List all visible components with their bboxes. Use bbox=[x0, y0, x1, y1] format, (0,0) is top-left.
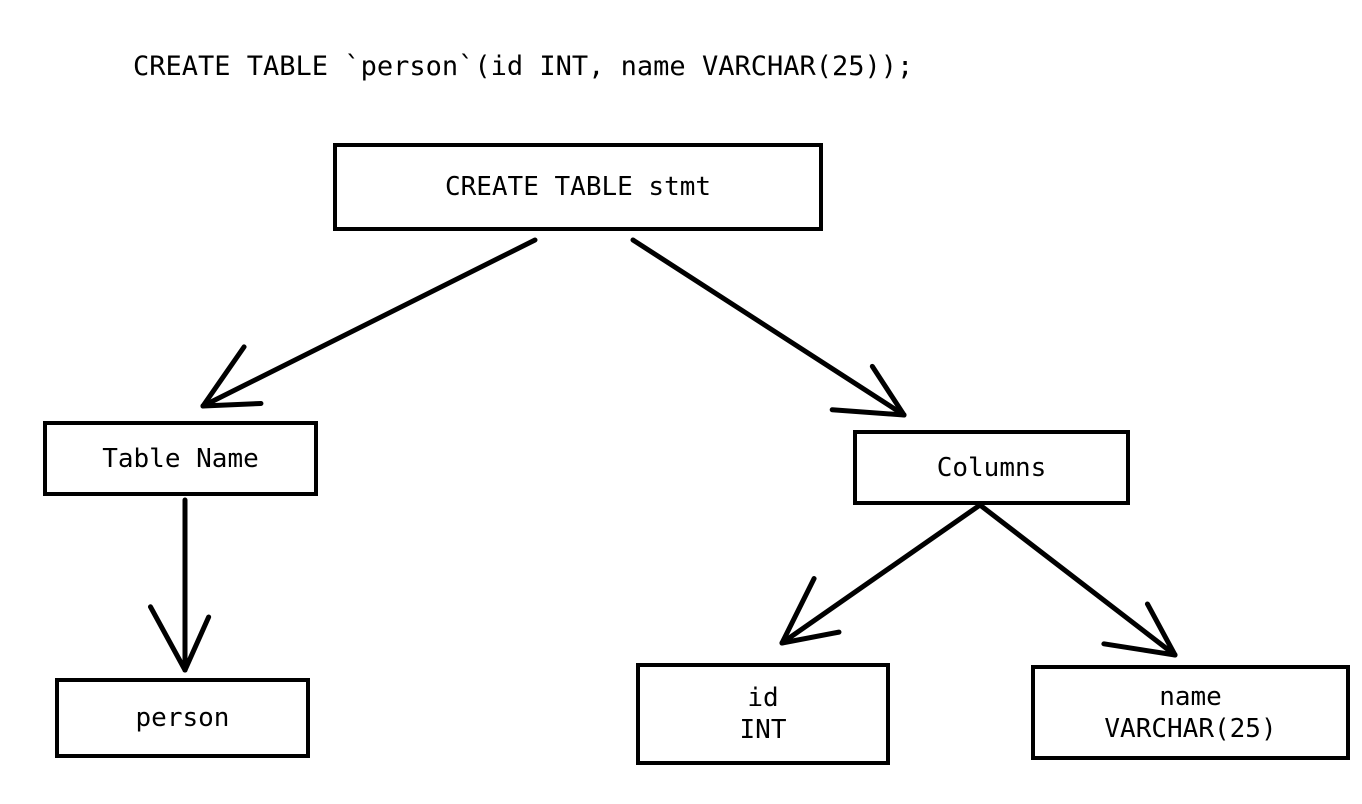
node-label-line2: VARCHAR(25) bbox=[1104, 713, 1277, 744]
node-create-table-stmt[interactable]: CREATE TABLE stmt bbox=[333, 143, 823, 231]
edge-root-to-columns bbox=[630, 237, 907, 418]
arrowhead-barb-2 bbox=[779, 576, 817, 646]
node-table-name[interactable]: Table Name bbox=[43, 421, 318, 496]
arrowhead-barb-1 bbox=[779, 629, 842, 646]
sql-statement-caption: CREATE TABLE `person`(id INT, name VARCH… bbox=[133, 51, 914, 82]
node-label-line2: INT bbox=[739, 715, 787, 745]
node-label-line1: id bbox=[747, 683, 779, 713]
edge-shaft bbox=[779, 502, 983, 646]
arrowhead-barb-2 bbox=[829, 407, 907, 418]
edge-table-name-to-person bbox=[147, 497, 212, 673]
node-columns[interactable]: Columns bbox=[853, 430, 1130, 505]
node-label-line1: CREATE TABLE stmt bbox=[444, 172, 712, 202]
arrowhead-barb-1 bbox=[869, 363, 907, 418]
arrowhead-barb-1 bbox=[1144, 601, 1178, 658]
node-column-name[interactable]: name VARCHAR(25) bbox=[1031, 665, 1350, 760]
arrowhead-barb-1 bbox=[200, 400, 264, 409]
node-person-value[interactable]: person bbox=[55, 678, 310, 758]
arrowhead-barb-2 bbox=[147, 604, 188, 673]
node-label-line1: Columns bbox=[936, 452, 1047, 483]
arrowhead-barb-2 bbox=[1101, 641, 1178, 658]
edge-shaft bbox=[200, 237, 538, 409]
edge-columns-to-name bbox=[977, 502, 1178, 658]
node-label-line1: Table Name bbox=[102, 443, 259, 474]
node-label-line1: person bbox=[135, 703, 230, 733]
node-label-line1: name bbox=[1159, 681, 1222, 712]
arrowhead-barb-1 bbox=[182, 614, 212, 673]
arrowhead-barb-2 bbox=[200, 344, 247, 409]
node-column-id[interactable]: id INT bbox=[636, 663, 890, 765]
edge-root-to-table-name bbox=[200, 237, 538, 409]
edge-columns-to-id bbox=[779, 502, 983, 646]
edge-shaft bbox=[977, 502, 1178, 658]
edge-shaft bbox=[630, 237, 907, 418]
